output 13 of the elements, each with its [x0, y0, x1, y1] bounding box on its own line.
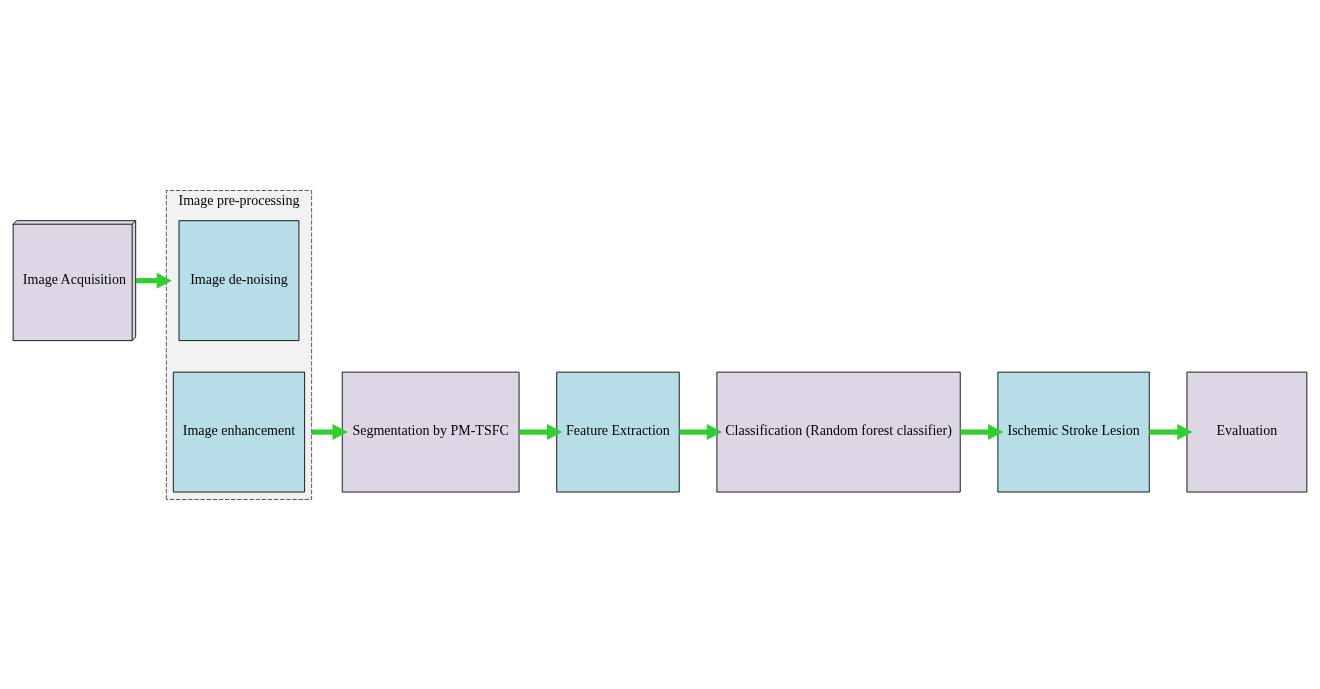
node-box: Classification (Random forest classifier): [716, 371, 961, 492]
node-box: Segmentation by PM-TSFC: [341, 371, 520, 492]
arrow: [679, 423, 723, 440]
arrow: [519, 423, 563, 440]
arrow: [311, 423, 348, 440]
arrow: [960, 423, 1004, 440]
arrow: [135, 272, 172, 289]
node-box: Image de-noising: [178, 219, 300, 341]
node-box: Feature Extraction: [556, 371, 680, 492]
node-box: Image enhancement: [172, 371, 306, 492]
node-box: Ischemic Stroke Lesion: [997, 371, 1150, 492]
node-box: Evaluation: [1186, 371, 1308, 492]
arrow: [1149, 423, 1193, 440]
